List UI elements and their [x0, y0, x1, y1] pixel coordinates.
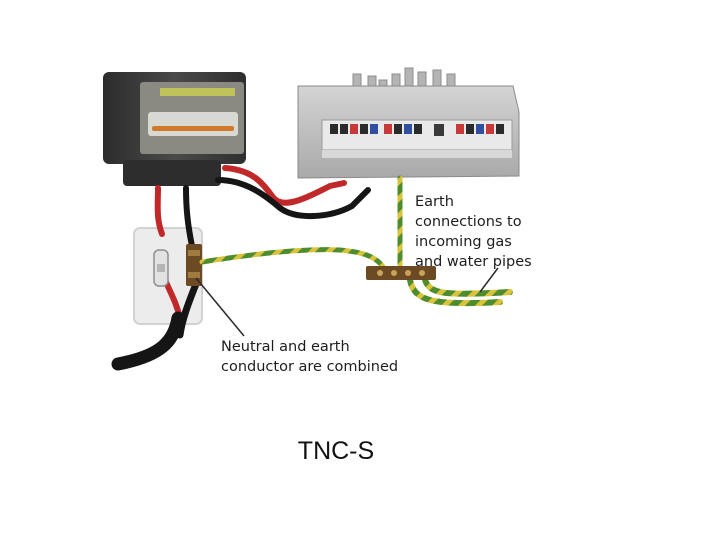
earth-label-line: connections to — [415, 214, 522, 230]
meter-terminal-cover — [123, 160, 221, 186]
consumer-unit — [297, 67, 520, 179]
main-earth-terminal — [366, 266, 436, 280]
diagram-caption: TNC-S — [297, 437, 375, 465]
circuit-breakers — [330, 124, 504, 136]
earth-label-line: incoming gas — [415, 234, 512, 250]
neutral-cables — [176, 177, 371, 339]
meter-brand-strip — [160, 88, 235, 96]
supply-cable — [111, 311, 185, 371]
meter-display — [148, 112, 238, 136]
earth-conductors — [199, 175, 513, 307]
leader-lines — [195, 267, 499, 337]
electricity-meter — [103, 72, 246, 186]
earth-label-line: and water pipes — [415, 254, 532, 270]
earth-connections-label: Earth connections to incoming gas and wa… — [415, 192, 532, 272]
earth-label-line: Earth — [415, 194, 454, 210]
combined-label-line: Neutral and earth — [221, 339, 350, 355]
pen-terminal-block — [186, 244, 202, 286]
combined-label-line: conductor are combined — [221, 359, 399, 375]
service-fuse — [153, 249, 169, 287]
combined-conductor-label: Neutral and earth conductor are combined — [221, 337, 398, 377]
